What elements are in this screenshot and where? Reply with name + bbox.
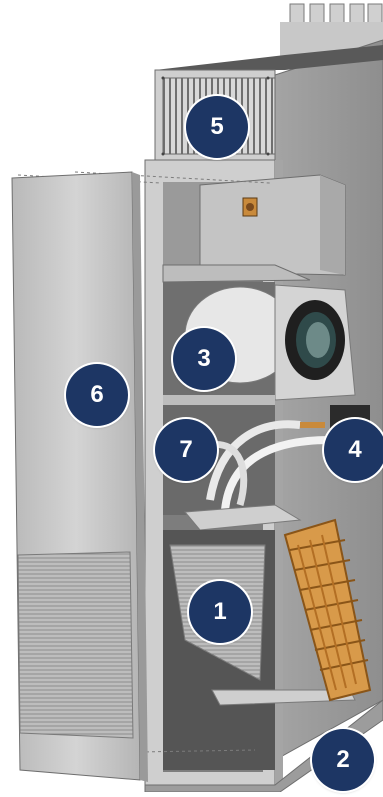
- callout-4-badge: 4: [324, 419, 383, 481]
- callout-6-badge: 6: [66, 364, 128, 426]
- electrical-box: [163, 175, 345, 282]
- front-panel: [12, 172, 148, 782]
- callout-7-badge: 7: [155, 419, 217, 481]
- callout-5-badge: 5: [186, 96, 248, 158]
- callout-3-badge: 3: [173, 328, 235, 390]
- callout-2-badge: 2: [312, 729, 374, 791]
- callout-1-badge: 1: [189, 581, 251, 643]
